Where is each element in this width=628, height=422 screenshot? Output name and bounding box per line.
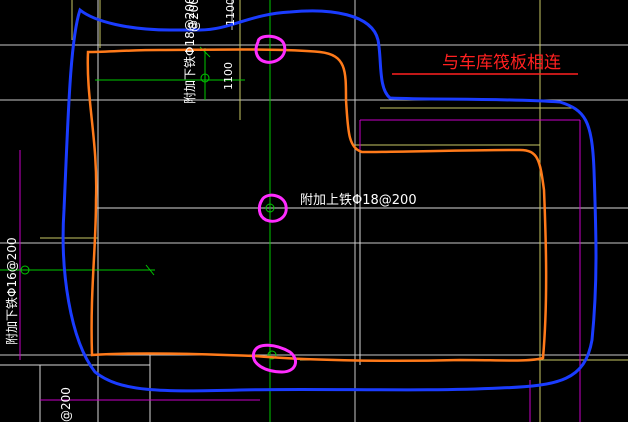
green-node-top [200,73,210,83]
marker-bottom [251,343,298,374]
rebar-label-left-vertical: 附加下铁Φ16@200 [5,237,19,345]
green-node-left [20,265,30,275]
marker-center [257,193,288,223]
green-node-center [265,203,275,213]
red-annotation-text: 与车库筏板相连 [442,53,561,73]
dimension-1100-mid: 1100 [222,62,235,90]
magenta-lines [19,119,581,422]
magenta-markers [251,34,298,374]
marker-top [254,34,287,64]
dimension-bottom-left: @200 [59,387,73,422]
blue-boundary-outline [61,7,598,393]
green-tick-1 [145,264,155,276]
rebar-label-center: 附加上铁Φ18@200 [300,193,417,208]
green-node-bottom [267,350,277,360]
dimension-top-edge: @200 [187,0,201,32]
orange-slab-outline [86,48,548,363]
dimension-1100-top: 1100 [224,0,237,26]
rebar-label-top-vertical: 附加下铁Φ18@200 [183,0,197,104]
